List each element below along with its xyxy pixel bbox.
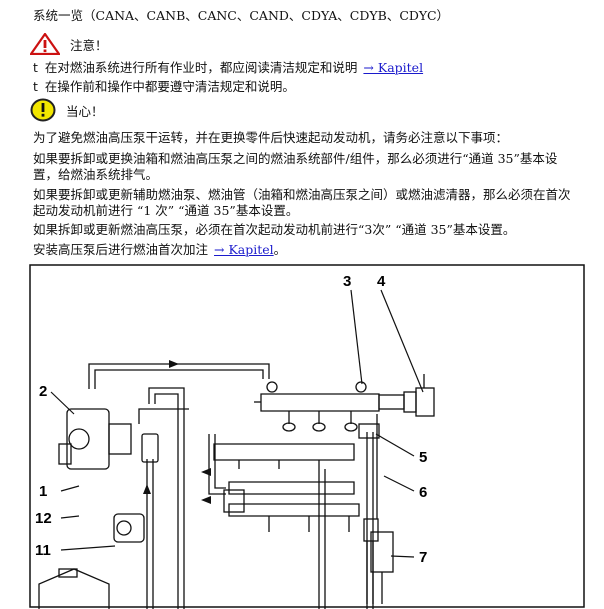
callout-4: 4 (377, 273, 386, 290)
bullet-marker: t (33, 60, 38, 75)
caution-paragraph-1: 如果要拆卸或更换油箱和燃油高压泵之间的燃油系统部件/组件，那么必须进行“通道 3… (33, 151, 558, 182)
bullet-marker: t (33, 79, 38, 94)
caution-paragraph-4: 安装高压泵后进行燃油首次加注 → Kapitel。 (33, 242, 578, 258)
caution-paragraph-2: 如果要拆卸或更新辅助燃油泵、燃油管（油箱和燃油高压泵之间）或燃油滤清器，那么必须… (33, 187, 571, 218)
callout-11: 11 (35, 542, 51, 559)
kapitel-link-1[interactable]: → Kapitel (363, 60, 424, 75)
caution-heading-text: 当心！ (66, 104, 104, 119)
caution-paragraph-4-end: 。 (273, 242, 287, 257)
callout-7: 7 (419, 549, 427, 566)
callout-3: 3 (343, 273, 351, 290)
callout-12: 12 (35, 510, 52, 527)
caution-paragraph-4-text: 安装高压泵后进行燃油首次加注 (33, 242, 209, 257)
fuel-system-diagram: 2 1 12 11 3 4 5 6 7 (29, 264, 585, 609)
warning-item-1-text: 在对燃油系统进行所有作业时，都应阅读清洁规定和说明 (44, 60, 358, 75)
callout-6: 6 (419, 484, 427, 501)
warning-heading-text: 注意！ (70, 38, 108, 53)
warning-triangle-icon (28, 32, 62, 59)
warning-heading: 注意！ (28, 32, 108, 59)
kapitel-link-2[interactable]: → Kapitel (214, 242, 274, 257)
warning-item-2-text: 在操作前和操作中都要遵守清洁规定和说明。 (44, 79, 295, 94)
warning-item-2: t 在操作前和操作中都要遵守清洁规定和说明。 (33, 79, 295, 95)
exclamation-circle-icon (30, 98, 56, 126)
caution-heading: 当心！ (30, 98, 104, 126)
callout-2: 2 (39, 383, 47, 400)
caution-intro: 为了避免燃油高压泵干运转，并在更换零件后快速起动发动机，请务必注意以下事项： (33, 130, 509, 145)
callout-5: 5 (419, 449, 427, 466)
warning-item-1: t 在对燃油系统进行所有作业时，都应阅读清洁规定和说明 → Kapitel (33, 60, 423, 76)
page-title: 系统一览（CANA、CANB、CANC、CAND、CDYA、CDYB、CDYC） (33, 8, 450, 23)
caution-paragraph-3: 如果拆卸或更新燃油高压泵，必须在首次起动发动机前进行“3次” “通道 35”基本… (33, 222, 516, 237)
callout-1: 1 (39, 483, 47, 500)
